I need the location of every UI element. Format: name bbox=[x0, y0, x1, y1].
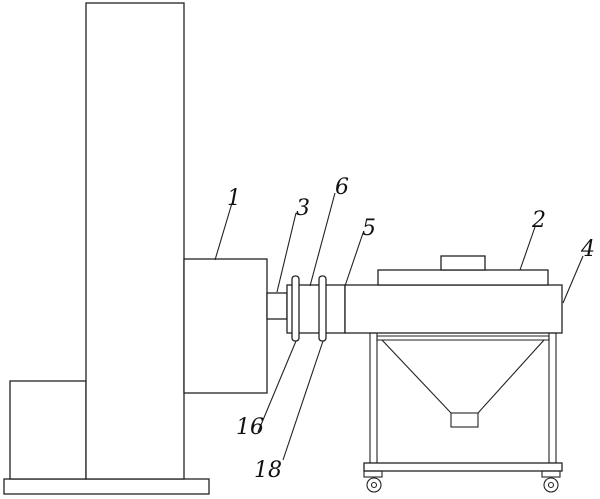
drive-shaft bbox=[266, 292, 288, 320]
label-3: 3 bbox=[296, 196, 310, 221]
leader-1 bbox=[214, 202, 233, 261]
frame-leg-right bbox=[548, 332, 557, 464]
leader-18 bbox=[282, 340, 324, 461]
leader-4 bbox=[562, 255, 584, 304]
hopper-inlet bbox=[440, 255, 486, 271]
caster-right-hub bbox=[547, 481, 555, 489]
label-5: 5 bbox=[362, 216, 376, 241]
ring-16 bbox=[291, 275, 300, 342]
horizontal-barrel bbox=[344, 284, 563, 334]
frame-leg-left bbox=[369, 332, 378, 464]
leader-5 bbox=[344, 232, 364, 287]
label-4: 4 bbox=[580, 237, 595, 262]
caster-right-bracket bbox=[541, 470, 561, 478]
leader-3 bbox=[276, 212, 297, 293]
label-18: 18 bbox=[254, 458, 282, 483]
caster-left-hub bbox=[370, 481, 378, 489]
motor-housing bbox=[183, 258, 268, 394]
label-6: 6 bbox=[335, 175, 349, 200]
base-plate bbox=[3, 478, 210, 495]
funnel-cone bbox=[380, 339, 546, 414]
ring-18 bbox=[318, 275, 327, 342]
hopper-top-plate bbox=[377, 269, 549, 286]
leader-16 bbox=[257, 340, 297, 433]
caster-left-wheel bbox=[366, 477, 382, 493]
frame-base-rail bbox=[363, 462, 563, 472]
caster-right-wheel bbox=[543, 477, 559, 493]
leader-2 bbox=[519, 226, 536, 271]
base-block bbox=[9, 380, 87, 480]
vertical-column bbox=[85, 2, 185, 480]
label-16: 16 bbox=[236, 415, 264, 440]
caster-left-bracket bbox=[363, 470, 383, 478]
funnel-outlet bbox=[450, 412, 479, 428]
label-2: 2 bbox=[531, 208, 546, 233]
funnel-rim bbox=[376, 335, 550, 341]
label-1: 1 bbox=[227, 186, 241, 211]
leader-6 bbox=[309, 192, 336, 287]
